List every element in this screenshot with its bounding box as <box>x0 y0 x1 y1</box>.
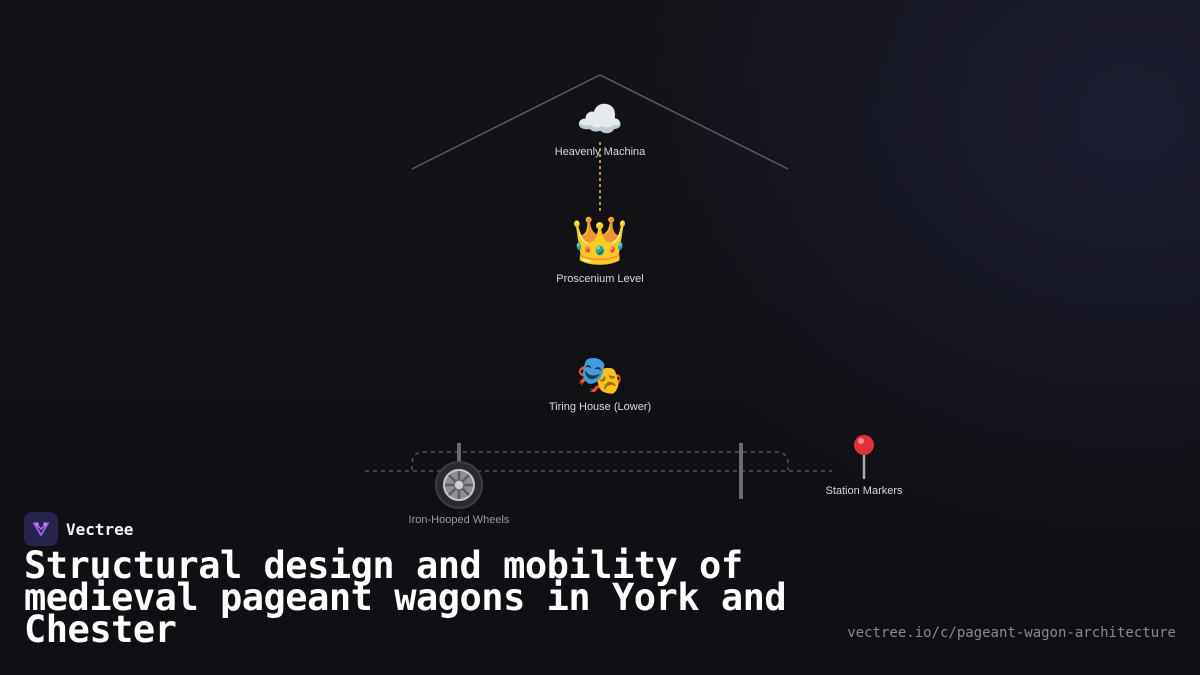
node-tiring-house: 🎭 Tiring House (Lower) <box>549 353 651 413</box>
node-label: Proscenium Level <box>556 273 643 285</box>
node-heavenly-machina: ☁️ Heavenly Machina <box>555 97 646 158</box>
node-label: Station Markers <box>825 485 903 497</box>
map-pin-icon <box>854 435 874 480</box>
brand-name: Vectree <box>66 519 134 539</box>
brand: Vectree <box>24 512 133 546</box>
roof-gable-line <box>411 74 789 170</box>
node-label: Tiring House (Lower) <box>549 401 651 413</box>
node-label: Heavenly Machina <box>555 146 646 158</box>
page-title: Structural design and mobility of mediev… <box>24 544 787 651</box>
source-url: vectree.io/c/pageant-wagon-architecture <box>847 625 1176 641</box>
cloud-icon: ☁️ <box>576 97 623 141</box>
node-station-markers: Station Markers <box>825 435 903 497</box>
vectree-logo-icon <box>24 512 58 546</box>
theater-masks-icon: 🎭 <box>576 353 623 397</box>
wagon-base-outline <box>411 451 789 470</box>
crown-icon: 👑 <box>571 213 628 267</box>
wheel-icon <box>435 461 483 509</box>
node-proscenium-level: 👑 Proscenium Level <box>556 213 643 285</box>
node-iron-hooped-wheels: Iron-Hooped Wheels <box>409 461 510 526</box>
node-label: Iron-Hooped Wheels <box>409 514 510 526</box>
